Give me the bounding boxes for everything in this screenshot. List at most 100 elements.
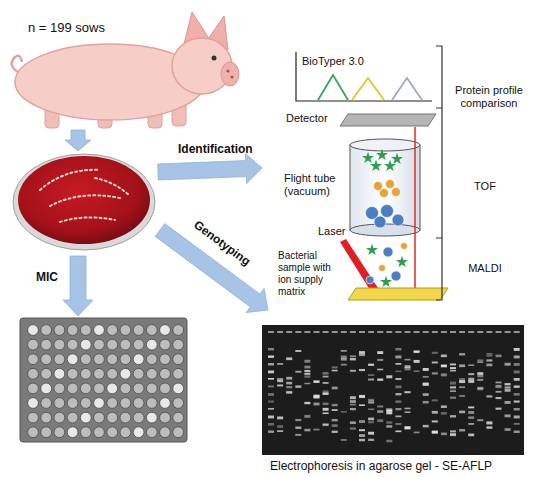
- ion-ball: [392, 188, 401, 197]
- gel-band: [268, 363, 274, 366]
- ion-ball: [391, 271, 401, 281]
- colony-streak: [40, 170, 130, 222]
- flow-arrow: [65, 130, 91, 151]
- gel-band: [477, 331, 483, 333]
- ion-star: [396, 256, 408, 267]
- gel-band: [386, 440, 392, 442]
- gel-band: [505, 414, 511, 417]
- gel-band: [405, 411, 411, 413]
- gel-band: [304, 370, 310, 372]
- flight-tube-end: [350, 139, 420, 151]
- ion-star: [366, 244, 378, 255]
- gel-band: [295, 331, 301, 333]
- ion-star: [362, 152, 374, 163]
- gel-band: [295, 419, 301, 421]
- gel-band: [377, 419, 383, 422]
- gel-band: [432, 372, 438, 374]
- sample-count: n = 199 sows: [28, 20, 258, 35]
- gel-band: [395, 378, 401, 380]
- gel-band: [314, 396, 320, 399]
- plate-well: [107, 427, 118, 438]
- plate-well: [28, 368, 39, 379]
- plate-well: [41, 383, 52, 394]
- gel-band: [450, 387, 456, 390]
- gel-band: [304, 375, 310, 377]
- plate-well: [133, 383, 144, 394]
- gel-band: [486, 395, 492, 397]
- gel-band: [432, 431, 438, 433]
- plate-well: [133, 427, 144, 438]
- detector-plate: [340, 114, 436, 126]
- plate-well: [67, 354, 78, 365]
- plate-well: [80, 412, 91, 423]
- ion-star: [380, 276, 392, 287]
- gel-band: [432, 362, 438, 364]
- gel-band: [323, 372, 329, 375]
- plate-well: [120, 427, 131, 438]
- step-label: MIC: [36, 270, 72, 284]
- gel-band: [323, 408, 329, 411]
- gel-band: [277, 363, 283, 365]
- gel-band: [514, 386, 520, 388]
- gel-band: [496, 382, 502, 384]
- plate-well: [54, 427, 65, 438]
- gel-band: [323, 403, 329, 405]
- gel-band: [459, 412, 465, 414]
- ion-star: [376, 149, 388, 160]
- plate-well: [120, 398, 131, 409]
- petri-dish: [13, 154, 155, 250]
- gel-band: [377, 359, 383, 361]
- gel-band: [350, 404, 356, 406]
- gel-band: [423, 382, 429, 385]
- plate-well: [107, 398, 118, 409]
- microdilution-plate: [20, 318, 187, 442]
- plate-well: [80, 398, 91, 409]
- gel-band: [514, 423, 520, 425]
- gel-band: [350, 370, 356, 372]
- gel-band: [514, 348, 520, 351]
- gel-band: [496, 408, 502, 410]
- plate-well: [146, 398, 157, 409]
- gel-band: [377, 369, 383, 371]
- gel-band: [295, 427, 301, 429]
- gel-band: [386, 410, 392, 412]
- gel-band: [423, 383, 429, 386]
- gel-band: [386, 375, 392, 378]
- plate-well: [160, 339, 171, 350]
- gel-band: [450, 433, 456, 435]
- plate-well: [173, 383, 184, 394]
- gel-band: [359, 434, 365, 437]
- gel-band: [368, 421, 374, 423]
- gel-band: [514, 371, 520, 374]
- gel-band: [350, 400, 356, 403]
- plate-well: [67, 383, 78, 394]
- gel-band: [405, 365, 411, 368]
- ion-ball: [366, 276, 374, 284]
- gel-band: [505, 389, 511, 392]
- gel-band: [477, 359, 483, 361]
- gel-band: [477, 387, 483, 390]
- gel-band: [514, 401, 520, 403]
- ion-star: [391, 153, 403, 164]
- plate-well: [160, 368, 171, 379]
- gel-band: [441, 373, 447, 376]
- gel-band: [286, 358, 292, 360]
- gel-band: [514, 408, 520, 410]
- gel-band: [459, 331, 465, 333]
- plate-well: [94, 368, 105, 379]
- gel-band: [459, 411, 465, 413]
- gel-band: [450, 386, 456, 388]
- plate-well: [133, 412, 144, 423]
- gel-band: [432, 411, 438, 414]
- gel-band: [268, 371, 274, 374]
- plate-well: [54, 383, 65, 394]
- blood-agar: [18, 156, 150, 244]
- gel-band: [459, 353, 465, 355]
- ion-star: [370, 160, 382, 171]
- plate-well: [80, 325, 91, 336]
- gel-band: [405, 427, 411, 429]
- gel-band: [505, 363, 511, 366]
- gel-band: [468, 407, 474, 409]
- gel-band: [450, 363, 456, 365]
- gel-band: [286, 382, 292, 385]
